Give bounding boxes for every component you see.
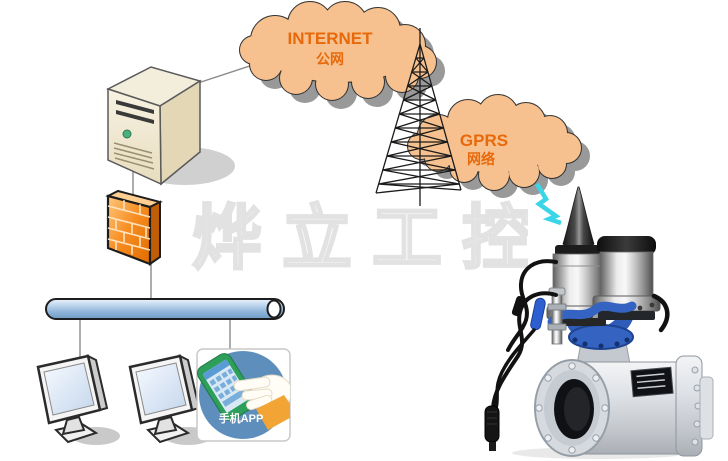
mobile-app-icon: 手机APP — [196, 348, 291, 442]
mobile-app-label: 手机APP — [219, 411, 264, 425]
meter-body — [534, 355, 714, 457]
gprs-cloud: GPRS 网络 — [407, 94, 590, 198]
radio-tower-icon — [375, 28, 462, 206]
flange-bolts — [535, 362, 609, 454]
drive-bay-slot — [116, 110, 154, 124]
firewall-brick-icon — [105, 189, 163, 266]
smartphone-icon — [197, 353, 258, 421]
gprs-cloud-title: GPRS — [460, 131, 508, 150]
internet-cloud: INTERNET 公网 — [239, 1, 445, 109]
power-button — [122, 129, 132, 139]
gprs-cloud-subtitle: 网络 — [467, 151, 495, 167]
flow-meter-device — [484, 182, 728, 461]
brick-lines — [107, 200, 151, 255]
signal-cables — [491, 259, 558, 410]
internet-cloud-subtitle: 公网 — [316, 51, 344, 67]
internet-cloud-title: INTERNET — [288, 29, 374, 48]
lightning-bolt-icon — [535, 182, 562, 226]
valve-handle — [547, 301, 637, 327]
sleeve — [256, 395, 290, 430]
server-vents — [113, 142, 155, 170]
drive-bay-slot — [116, 100, 154, 114]
server-tower-icon — [106, 66, 235, 186]
nameplate — [630, 366, 674, 398]
watermark: 烨立工控 — [191, 198, 552, 279]
network-bus-pipe — [45, 298, 285, 320]
workstation-icon-1 — [36, 354, 122, 447]
pipe-end-cap — [266, 299, 282, 319]
